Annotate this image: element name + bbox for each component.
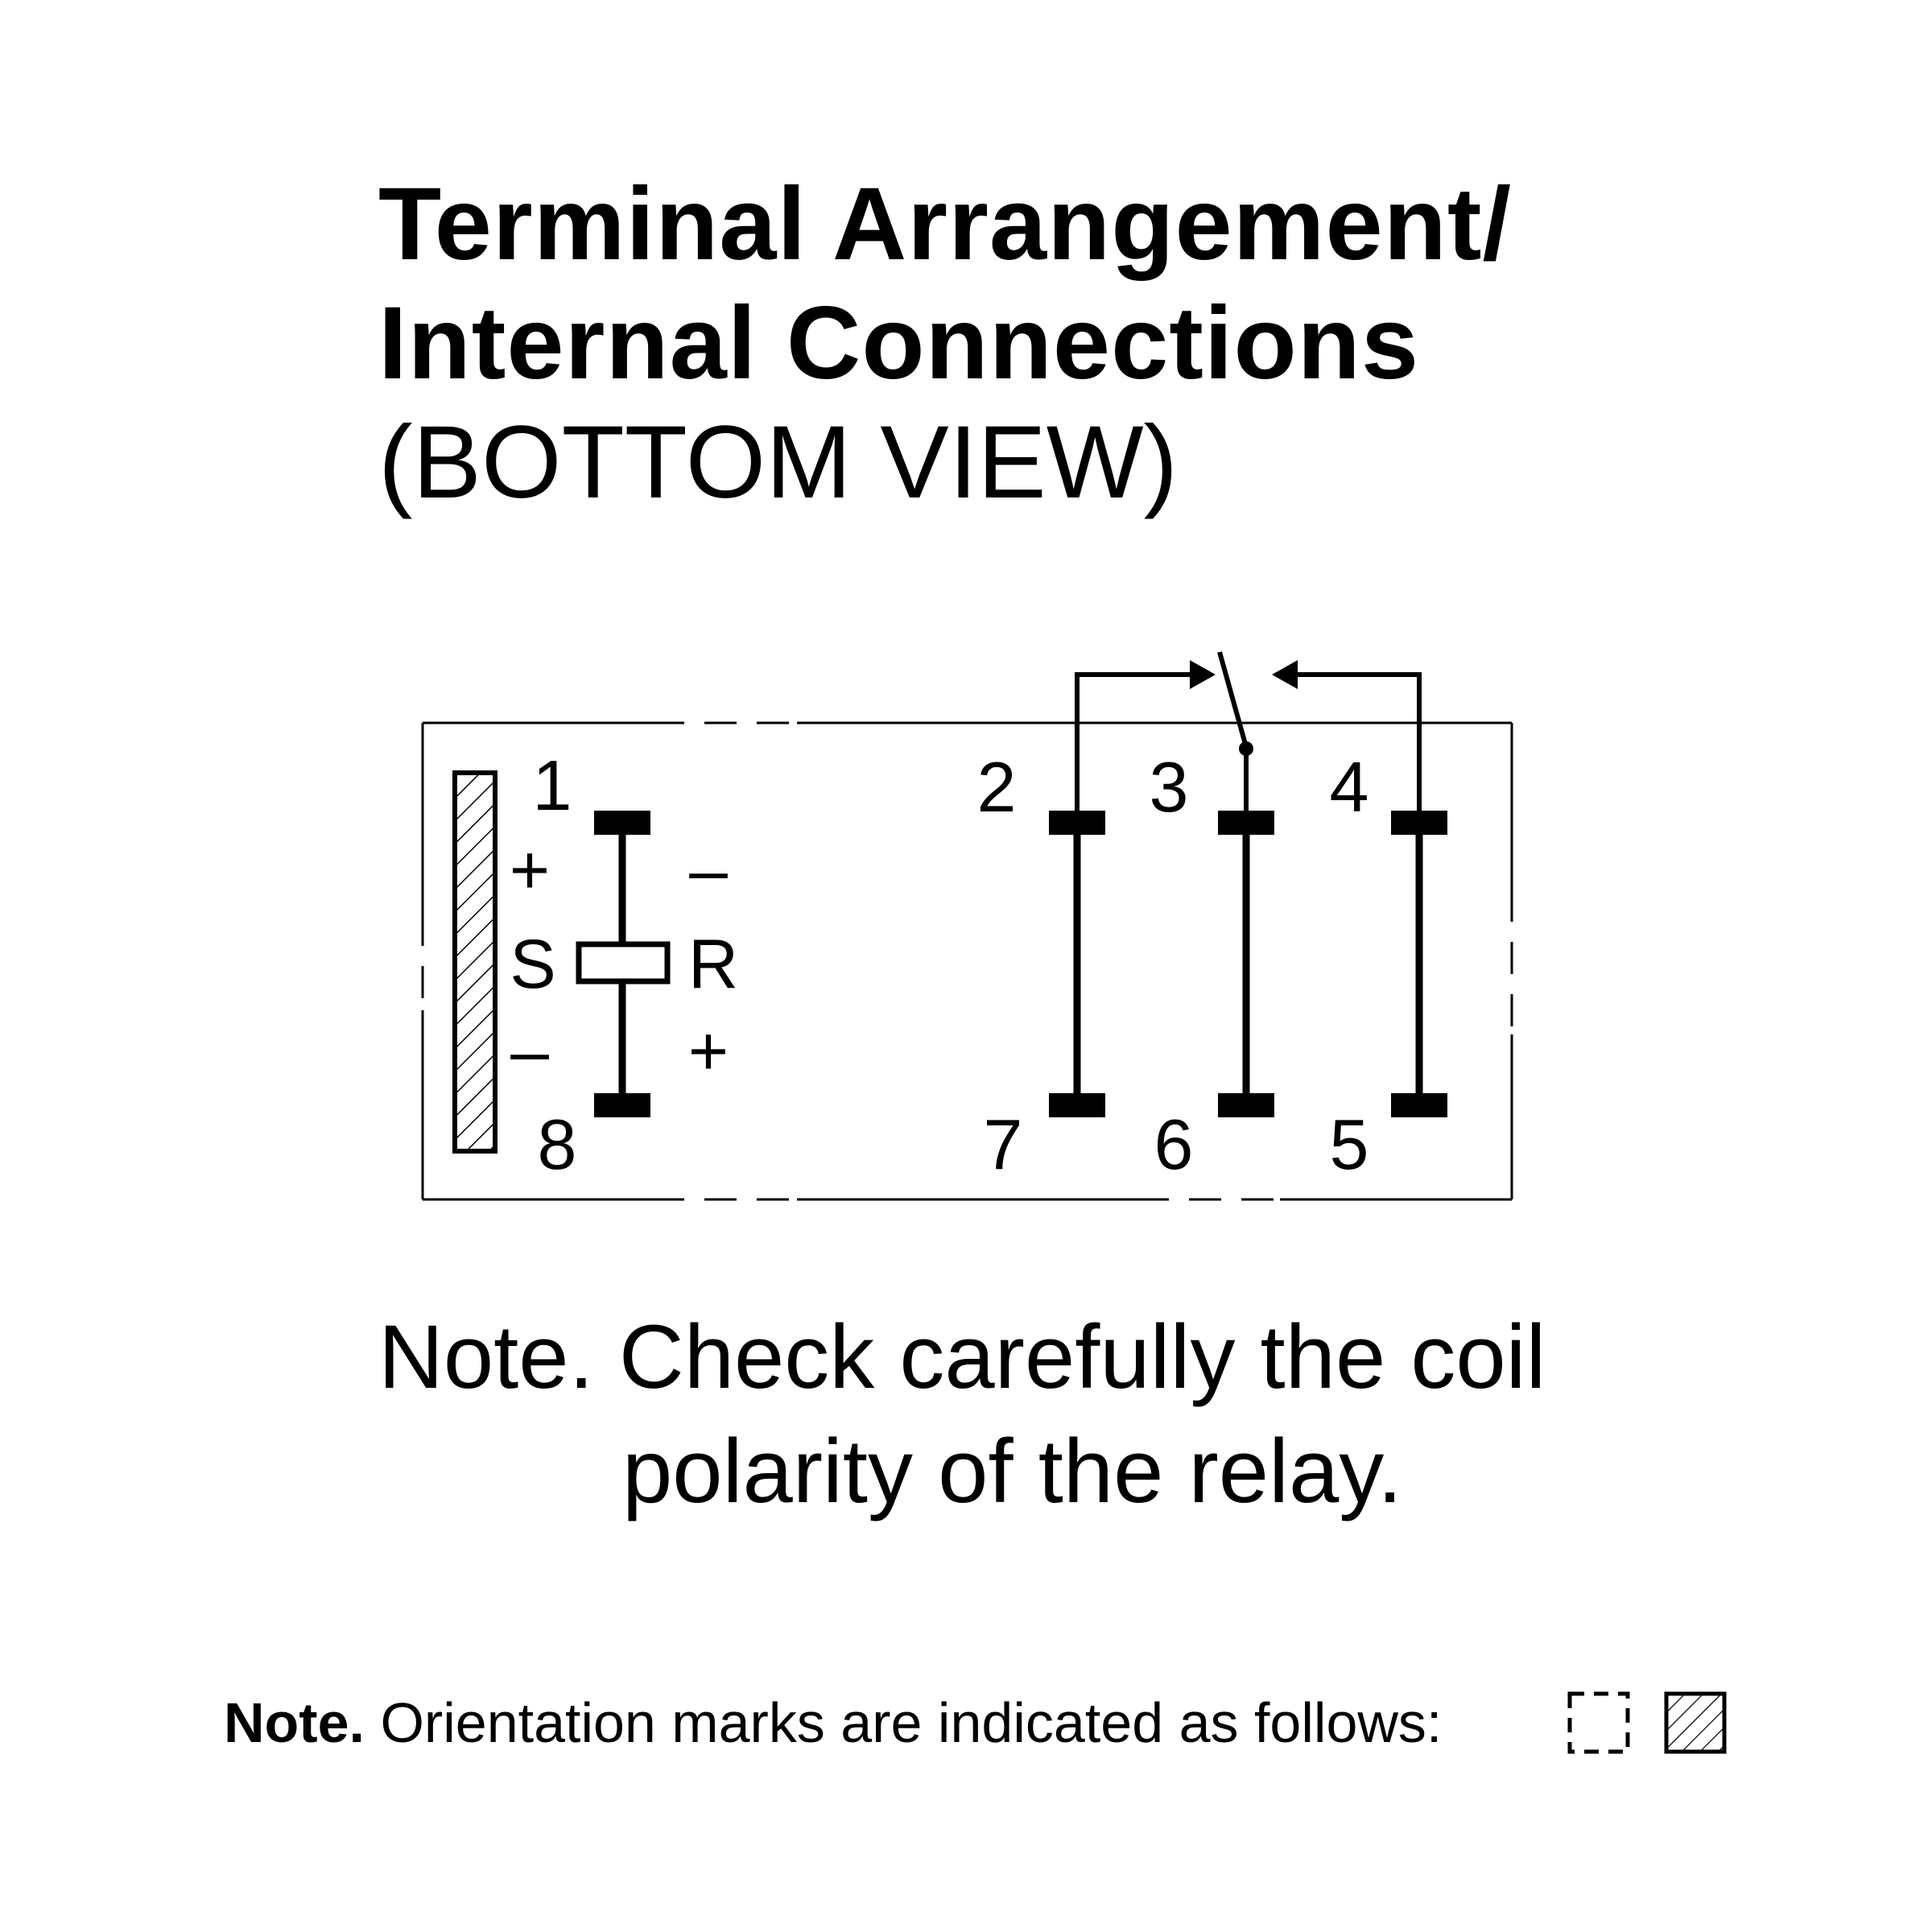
orientation-note-prefix: Note.	[224, 1691, 365, 1754]
title-line-2: Internal Connections	[378, 286, 1419, 401]
note-line-2: polarity of the relay.	[622, 1421, 1403, 1521]
terminal-label-5: 5	[1330, 1104, 1369, 1184]
coil-polarity-note: Note. Check carefully the coil polarity …	[378, 1300, 1546, 1529]
coil-assembly	[576, 811, 671, 1117]
terminal-label-8: 8	[538, 1104, 577, 1184]
contact-terminals	[1073, 821, 1423, 1104]
terminal-label-2: 2	[977, 747, 1017, 827]
note-line-1: Note. Check carefully the coil	[378, 1307, 1546, 1407]
terminal-pad-6	[1218, 1093, 1274, 1117]
title-block: Terminal Arrangement/ Internal Connectio…	[378, 165, 1512, 522]
terminal-pad-7	[1049, 1093, 1105, 1117]
dashed-mark-icon	[1567, 1691, 1630, 1754]
terminal-label-1: 1	[533, 745, 572, 825]
reset-top-polarity: –	[689, 832, 728, 909]
set-top-polarity: +	[510, 832, 550, 909]
set-bottom-polarity: –	[510, 1013, 549, 1090]
orientation-legend	[1567, 1691, 1727, 1754]
coil-symbol	[576, 941, 671, 985]
orientation-note-text: Orientation marks are indicated as follo…	[365, 1691, 1443, 1754]
switch-blade	[1217, 651, 1249, 748]
orientation-mark-hatched	[452, 770, 497, 1154]
terminal-pad-5	[1391, 1093, 1447, 1117]
arrow-left-icon	[1272, 660, 1298, 689]
terminal-label-3: 3	[1150, 747, 1189, 827]
reset-coil-label: R	[688, 926, 738, 1003]
orientation-note: Note. Orientation marks are indicated as…	[224, 1689, 1442, 1757]
terminal-label-6: 6	[1154, 1104, 1194, 1184]
terminal-label-4: 4	[1330, 747, 1369, 827]
set-coil-label: S	[510, 926, 555, 1003]
relay-outline	[421, 721, 1513, 1201]
terminal-label-7: 7	[984, 1104, 1023, 1184]
switch-connections	[1075, 672, 1422, 821]
title-line-1: Terminal Arrangement/	[378, 167, 1512, 282]
switch-pivot	[1239, 741, 1253, 756]
title-line-3: (BOTTOM VIEW)	[378, 405, 1179, 520]
arrow-right-icon	[1190, 660, 1216, 689]
hatched-mark-icon	[1664, 1691, 1727, 1754]
reset-bottom-polarity: +	[688, 1013, 729, 1090]
